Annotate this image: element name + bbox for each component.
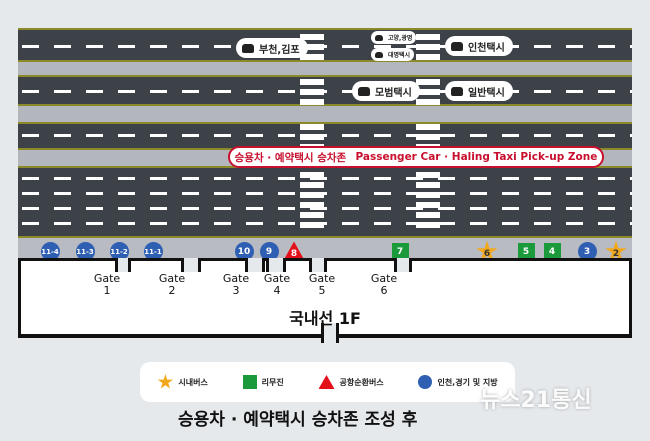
bus-stop-11-1: 11-1 <box>143 242 163 261</box>
legend-item-shuttle: 공항순환버스 <box>318 375 384 389</box>
gate-number: 2 <box>168 284 176 297</box>
legend-label: 시내버스 <box>178 377 208 387</box>
taxi-icon <box>451 86 463 96</box>
banner-korean: 승용차 · 예약택시 승차존 <box>234 151 347 164</box>
crosswalk <box>416 79 440 105</box>
crosswalk <box>416 34 440 60</box>
gate-number: 1 <box>103 284 111 297</box>
bus-stop-3: 3 <box>577 242 597 261</box>
caption: 승용차 · 예약택시 승차존 조성 후 <box>178 410 418 430</box>
gate-opening <box>309 258 327 272</box>
bus-stop-10: 10 <box>234 242 254 261</box>
bus-stop-11-2: 11-2 <box>109 242 129 261</box>
square-icon <box>242 375 257 389</box>
entrance <box>321 323 339 343</box>
bus-stop-9: 9 <box>259 242 279 261</box>
sidewalk <box>18 236 632 258</box>
circle-icon <box>418 375 433 389</box>
taxi-icon <box>375 51 383 58</box>
legend-item-limousine: 리무진 <box>242 375 284 389</box>
legend-label: 리무진 <box>261 377 284 387</box>
legend-item-city-bus: 시내버스 <box>157 374 208 390</box>
lane-marking <box>18 134 632 137</box>
median <box>18 106 632 122</box>
taxi-stand-incheon: 인천택시 <box>445 36 513 56</box>
bus-stop-5: 5 <box>517 243 535 260</box>
gate-word: Gate <box>263 272 291 285</box>
taxi-icon <box>358 86 370 96</box>
pickup-zone-banner: 승용차 · 예약택시 승차존 Passenger Car · Haling Ta… <box>228 146 604 168</box>
legend: 시내버스 리무진 공항순환버스 인천,경기 및 지방 <box>140 362 515 402</box>
taxi-icon <box>451 41 463 51</box>
gate-word: Gate <box>93 272 121 285</box>
taxi-stand-bucheon: 부천,김포 <box>236 38 308 58</box>
lane-marking <box>18 177 632 180</box>
taxi-label: 인천택시 <box>468 42 505 54</box>
crosswalk <box>300 124 324 146</box>
taxi-icon <box>375 34 383 41</box>
gate-word: Gate <box>308 272 336 285</box>
bus-stop-11-3: 11-3 <box>75 242 95 261</box>
lane-marking <box>18 192 632 195</box>
legend-item-regional: 인천,경기 및 지방 <box>418 375 498 389</box>
taxi-icon <box>242 43 254 53</box>
legend-label: 인천,경기 및 지방 <box>437 377 498 387</box>
taxi-label: 고양,광명 <box>388 35 413 42</box>
median <box>18 62 632 75</box>
lane-marking <box>18 207 632 210</box>
lane-marking <box>18 222 632 225</box>
building-label: 국내선 1F <box>289 309 361 328</box>
bus-stop-7: 7 <box>391 243 409 260</box>
gate-word: Gate <box>158 272 186 285</box>
taxi-label: 대명택시 <box>388 52 411 59</box>
taxi-stand-mobeom: 모범택시 <box>352 81 420 101</box>
gate-word: Gate <box>222 272 250 285</box>
gate-opening <box>394 258 412 272</box>
taxi-stand-ilban: 일반택시 <box>445 81 513 101</box>
taxi-label: 모범택시 <box>375 87 412 99</box>
triangle-icon <box>318 375 335 389</box>
gate-number: 5 <box>318 284 326 297</box>
taxi-stand-daemyung: 대명택시 <box>371 48 415 61</box>
bus-stop-11-4: 11-4 <box>40 242 60 261</box>
gate-opening <box>266 258 286 272</box>
star-icon <box>157 374 174 389</box>
lane-marking <box>18 45 632 48</box>
gate-number: 4 <box>273 284 281 297</box>
gate-number: 3 <box>232 284 240 297</box>
crosswalk <box>416 172 440 232</box>
gate-opening <box>181 258 201 272</box>
gate-opening <box>245 258 265 272</box>
crosswalk <box>300 79 324 105</box>
lane-marking <box>18 90 632 93</box>
bus-stop-4: 4 <box>543 243 561 260</box>
crosswalk <box>416 124 440 146</box>
legend-label: 공항순환버스 <box>339 377 384 387</box>
gate-opening <box>115 258 131 272</box>
watermark: 뉴스21통신 <box>480 388 592 413</box>
taxi-stand-goyang: 고양,광명 <box>371 31 417 44</box>
banner-english: Passenger Car · Haling Taxi Pick-up Zone <box>355 151 598 163</box>
gate-number: 6 <box>380 284 388 297</box>
taxi-label: 부천,김포 <box>259 44 300 56</box>
taxi-label: 일반택시 <box>468 87 505 99</box>
crosswalk <box>300 172 324 232</box>
gate-word: Gate <box>370 272 398 285</box>
